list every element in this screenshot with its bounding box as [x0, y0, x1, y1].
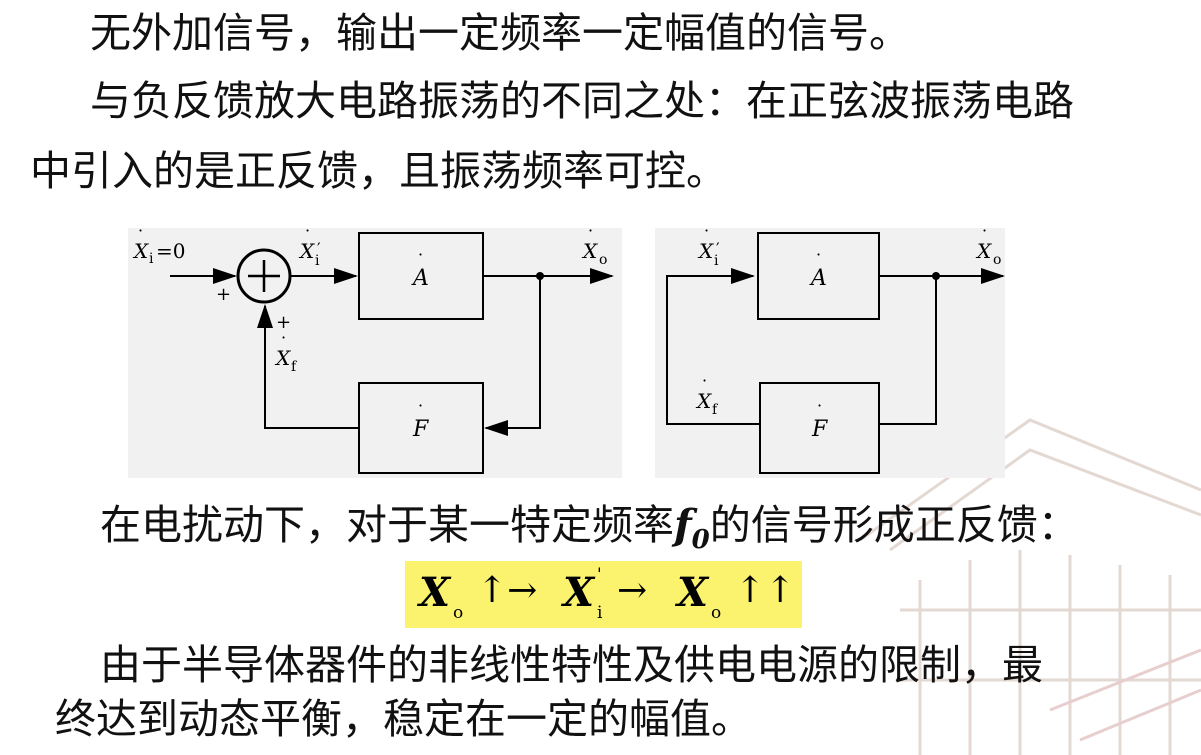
feedback-return	[484, 276, 541, 436]
feedback-sub: f	[291, 359, 298, 375]
formula-prime2: '	[597, 565, 602, 585]
formula-s1: o	[453, 603, 464, 623]
f0-symbol: f0	[674, 501, 710, 555]
feedback-label: X	[274, 346, 291, 370]
f0-letter: f	[674, 501, 692, 549]
f0-subscript: 0	[691, 525, 710, 556]
formula-x3: X	[677, 569, 709, 616]
input-label: X	[132, 239, 149, 263]
formula-x2: X	[563, 569, 595, 616]
amplifier-label: A	[411, 266, 429, 291]
positive-feedback-formula: X o ↑→ X i ' → X o ↑↑	[405, 561, 802, 628]
disturbance-line: 在电扰动下，对于某一特定频率f0的信号形成正反馈：	[100, 500, 1079, 565]
disturbance-text-after: 的信号形成正反馈：	[709, 501, 1079, 549]
right-feedback-sub: f	[712, 402, 719, 418]
right-feedback-return	[879, 276, 937, 425]
feedback-block-label: F	[412, 417, 429, 442]
plus-input: +	[216, 284, 231, 305]
right-feedback-label: X	[695, 389, 712, 413]
input-label-eq: =0	[156, 239, 185, 263]
amp-dot: ·	[418, 245, 423, 264]
intro-line-3: 中引入的是正反馈，且振荡频率可控。	[30, 147, 727, 195]
xi-prime-label: X	[298, 239, 315, 263]
right-xi-dot: ·	[704, 221, 709, 240]
formula-s2: i	[597, 603, 603, 623]
input-dot: ·	[138, 221, 143, 240]
feedback-to-sum	[257, 304, 359, 429]
left-diagram-svg: X · i =0 + X · i ′ A · X · o F · + X · f	[132, 221, 614, 474]
right-fb-label-dot: ·	[702, 371, 707, 390]
formula-a3: ↑↑	[735, 570, 796, 611]
right-feedback-block-label: F	[811, 417, 828, 442]
xi-prime-sub: i	[315, 253, 320, 269]
plus-feedback: +	[276, 312, 291, 333]
output-label: X	[581, 239, 598, 263]
right-diagram-svg: X · i ′ A · X · o F · X · f	[666, 221, 1005, 474]
xi-prime-mark: ′	[317, 239, 321, 258]
left-block-diagram: X · i =0 + X · i ′ A · X · o F · + X · f	[128, 221, 622, 478]
right-output-sub: o	[993, 252, 1001, 268]
formula-x1: X	[419, 569, 451, 616]
right-amp-dot: ·	[816, 245, 821, 264]
right-fb-block-dot: ·	[817, 396, 822, 415]
conclusion-line-1: 由于半导体器件的非线性特性及供电电源的限制，最	[100, 641, 1043, 689]
right-xi-prime-label: X	[697, 239, 714, 263]
formula-a1: ↑→	[477, 570, 538, 611]
output-dot: ·	[588, 221, 593, 240]
intro-line-2: 与负反馈放大电路振荡的不同之处：在正弦波振荡电路	[90, 77, 1074, 125]
formula-a2: →	[617, 570, 648, 611]
fb-label-dot: ·	[281, 328, 286, 347]
disturbance-text: 在电扰动下，对于某一特定频率	[100, 501, 674, 549]
right-output-dot: ·	[982, 221, 987, 240]
fb-block-dot: ·	[418, 396, 423, 415]
right-xi-prime-sub: i	[714, 253, 719, 269]
formula-s3: o	[711, 603, 722, 623]
right-feedback-block	[759, 382, 880, 474]
right-amplifier-label: A	[809, 266, 827, 291]
output-sub: o	[599, 252, 607, 268]
intro-line-1: 无外加信号，输出一定频率一定幅值的信号。	[90, 9, 910, 57]
right-output-label: X	[975, 239, 992, 263]
input-label-sub: i	[149, 251, 154, 267]
xi-prime-dot: ·	[305, 221, 310, 240]
conclusion-line-2: 终达到动态平衡，稳定在一定的幅值。	[55, 695, 752, 743]
right-loop-arrow	[666, 268, 760, 425]
right-xi-prime-mark: ′	[716, 239, 720, 258]
right-block-diagram: X · i ′ A · X · o F · X · f	[655, 221, 1005, 478]
